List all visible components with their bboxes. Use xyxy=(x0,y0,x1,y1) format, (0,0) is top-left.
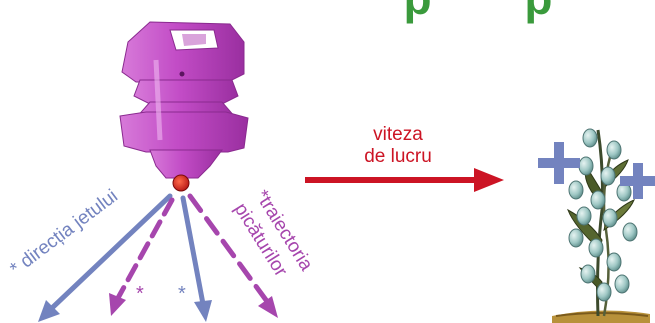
plus-icon xyxy=(620,163,655,199)
asterisk-left: * xyxy=(136,283,144,305)
speed-label-line2: de lucru xyxy=(364,146,432,167)
plant-icon xyxy=(552,128,650,323)
trajectory-arrow-right xyxy=(187,193,278,318)
trajectory-arrow-left xyxy=(109,197,175,316)
title-fragment: p p xyxy=(404,0,593,24)
spray-nozzle-icon xyxy=(119,21,249,192)
jet-direction-arrow-left xyxy=(38,193,173,322)
jet-direction-label: * direcția jetului xyxy=(6,186,122,280)
speed-label-line1: viteza xyxy=(373,124,423,145)
working-speed-arrow xyxy=(305,168,504,192)
asterisk-mid: * xyxy=(178,283,186,305)
plus-icon xyxy=(538,142,580,184)
jet-direction-arrow-center xyxy=(180,195,212,322)
